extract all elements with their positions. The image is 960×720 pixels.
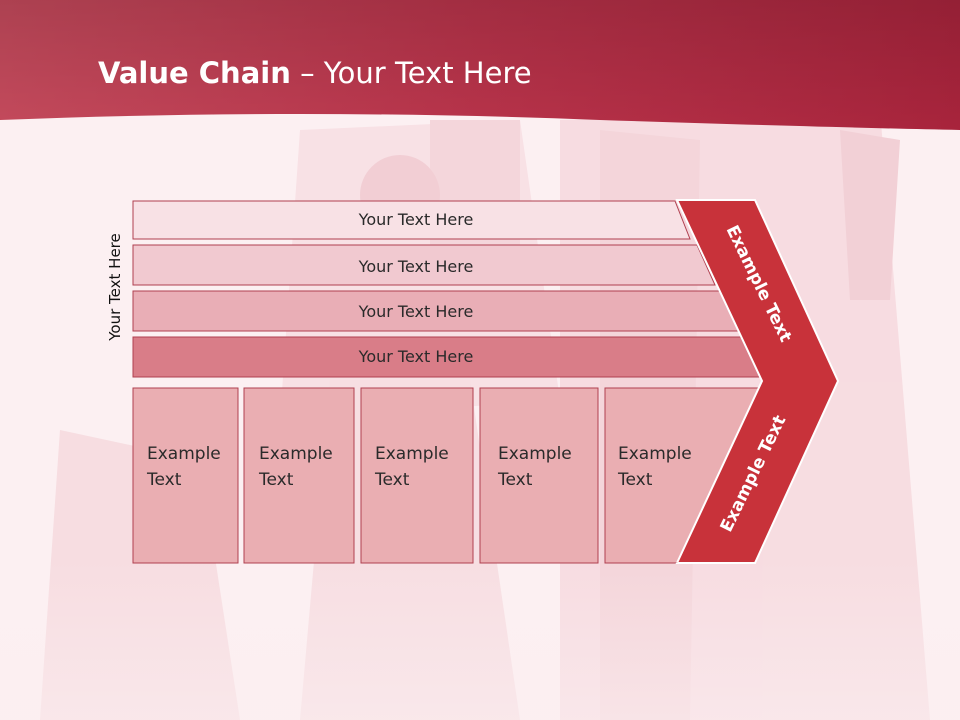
box-1[interactable]	[132, 387, 239, 564]
slide-title: Value Chain – Your Text Here	[98, 56, 532, 90]
reflection-box-4-line2: Text	[497, 636, 533, 656]
box-4[interactable]	[479, 387, 599, 564]
reflection-box-4-line1: Example	[498, 662, 572, 682]
boxes-group: Example Text Example Text Example Text E…	[132, 387, 763, 564]
row-1[interactable]	[132, 200, 691, 240]
title-rest: – Your Text Here	[290, 56, 532, 90]
box-1-line1: Example	[147, 444, 221, 464]
box-2-line2: Text	[258, 470, 294, 490]
box-5-line2: Text	[617, 470, 653, 490]
title-bold: Value Chain	[98, 56, 291, 90]
reflection-box-5-line2: Text	[617, 636, 653, 656]
reflection-box-5-line1: Example	[618, 662, 692, 682]
row-2-label: Your Text Here	[358, 257, 474, 276]
box-2[interactable]	[243, 387, 355, 564]
row-2[interactable]	[132, 244, 716, 286]
row-4-label: Your Text Here	[358, 347, 474, 366]
box-3[interactable]	[360, 387, 474, 564]
box-3-line2: Text	[374, 470, 410, 490]
box-4-line2: Text	[497, 470, 533, 490]
box-4-line1: Example	[498, 444, 572, 464]
reflection-box-3-line2: Text	[374, 636, 410, 656]
row-3-label: Your Text Here	[358, 302, 474, 321]
reflection-box-2-line2: Text	[258, 636, 294, 656]
row-1-label: Your Text Here	[358, 210, 474, 229]
reflection-box-1-line2: Text	[146, 636, 182, 656]
reflection-box-3-line1: Example	[375, 662, 449, 682]
reflection-box-1-line1: Example	[147, 662, 221, 682]
box-5-line1: Example	[618, 444, 692, 464]
rows-group: Your Text Here Your Text Here Your Text …	[132, 200, 764, 378]
reflection-box-2-line1: Example	[259, 662, 333, 682]
box-3-line1: Example	[375, 444, 449, 464]
diagram-reflection: Example Text Example Text Example Text E…	[132, 562, 827, 720]
box-2-line1: Example	[259, 444, 333, 464]
box-1-line2: Text	[146, 470, 182, 490]
